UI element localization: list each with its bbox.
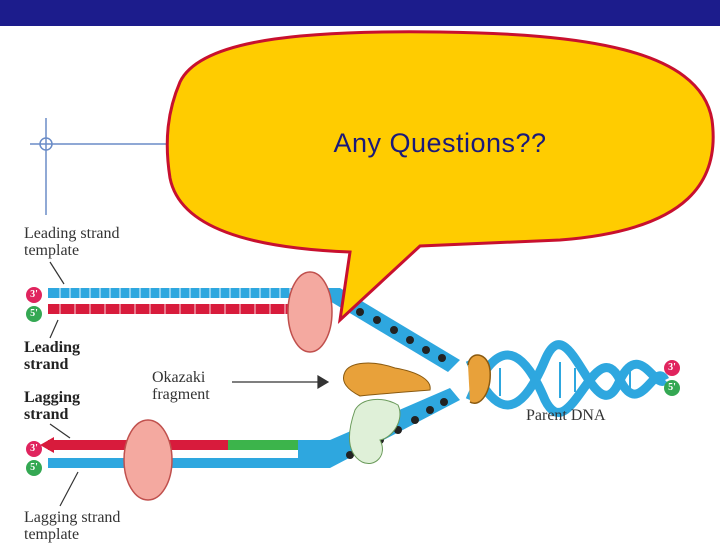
label-leading-strand-template-line1: Leading strand (24, 225, 120, 242)
label-pointer-lines (49, 261, 330, 507)
label-leading-strand: Leading strand (24, 338, 80, 374)
label-lagging-strand-template-line2: template (24, 526, 80, 543)
label-lagging-strand-template-line1: Lagging strand (24, 509, 121, 526)
dna-polymerase-leading (287, 271, 333, 353)
label-lagging-strand-line1: Lagging (24, 389, 81, 406)
dna-polymerase-okazaki (123, 419, 173, 501)
label-leading-strand-line2: strand (24, 356, 69, 373)
label-okazaki-fragment-line2: fragment (152, 386, 210, 403)
label-leading-strand-line1: Leading (24, 339, 81, 356)
label-okazaki-fragment-line1: Okazaki (152, 369, 206, 386)
end-marker-bottom-3prime: 3' (26, 441, 42, 457)
end-marker-parent-3prime: 3' (664, 360, 680, 376)
speech-bubble (165, 30, 715, 324)
label-leading-strand-template: Leading strand template (24, 224, 120, 260)
polymerase-lagging (349, 398, 401, 464)
slide-header-bar (0, 0, 720, 26)
helicase (467, 354, 491, 404)
end-marker-bottom-5prime: 5' (26, 460, 42, 476)
primase (343, 362, 431, 397)
label-lagging-strand-line2: strand (24, 406, 69, 423)
label-lagging-strand-template: Lagging strand template (24, 508, 120, 544)
parent-dna-helix (465, 340, 670, 417)
end-marker-top-5prime: 5' (26, 306, 42, 322)
label-leading-strand-template-line2: template (24, 242, 80, 259)
leading-strand-double (48, 288, 308, 314)
label-okazaki-fragment: Okazaki fragment (152, 368, 210, 404)
end-marker-top-3prime: 3' (26, 287, 42, 303)
label-lagging-strand: Lagging strand (24, 388, 80, 424)
bubble-question-text: Any Questions?? (333, 128, 547, 158)
end-marker-parent-5prime: 5' (664, 380, 680, 396)
label-parent-dna: Parent DNA (526, 407, 606, 424)
